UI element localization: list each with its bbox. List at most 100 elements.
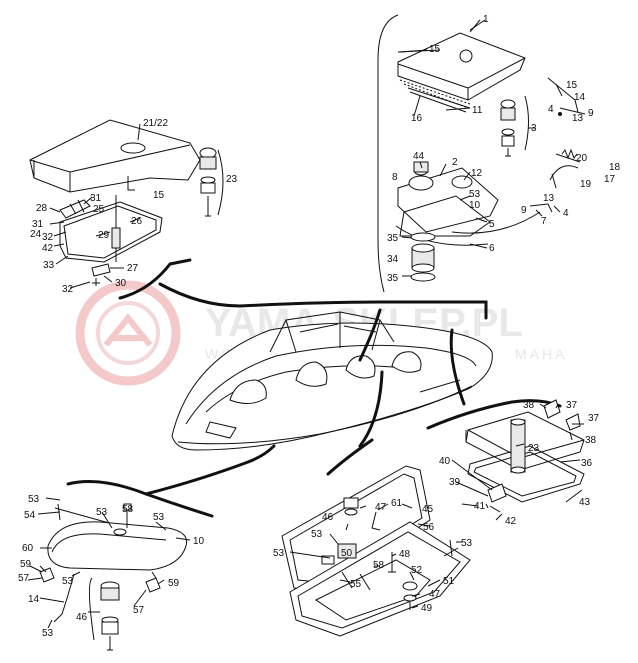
callout-43: 43: [579, 497, 591, 508]
callout-47: 47: [375, 502, 387, 513]
callout-24: 24: [30, 229, 42, 240]
callout-46: 46: [76, 612, 88, 623]
rear-seat-cushion: [29, 119, 201, 193]
callout-35: 35: [387, 273, 399, 284]
callout-15: 15: [429, 44, 441, 55]
callout-11: 11: [472, 105, 483, 116]
callout-34: 34: [387, 254, 399, 265]
callout-1: 1: [483, 14, 489, 25]
storage-compartment-assembly: [281, 465, 471, 637]
boat-hull: [171, 311, 493, 451]
callout-30: 30: [115, 278, 127, 289]
callout-53: 53: [469, 189, 481, 200]
callout-44: 44: [413, 151, 425, 162]
seat-cushion-assembly: [397, 19, 526, 113]
bottom-left-hatch-assembly: [39, 503, 188, 651]
callout-35: 35: [387, 233, 399, 244]
callout-2: 2: [452, 157, 458, 168]
callout-53: 53: [28, 494, 40, 505]
callout-27: 27: [127, 263, 139, 274]
watermark-line-b: MAHA: [515, 346, 567, 362]
callout-26: 26: [131, 216, 143, 227]
watermark-logo-icon: [75, 280, 181, 386]
callout-37: 37: [588, 413, 600, 424]
callout-59: 59: [20, 559, 32, 570]
callout-57: 57: [18, 573, 30, 584]
callout-18: 18: [609, 162, 621, 173]
callout-38: 38: [585, 435, 597, 446]
callout-53: 53: [311, 529, 323, 540]
callout-53: 53: [461, 538, 473, 549]
callout-14: 14: [574, 92, 586, 103]
callout-53: 53: [42, 628, 54, 639]
seat-frame: [59, 201, 163, 263]
leader-lines: [66, 258, 562, 518]
callout-19: 19: [580, 179, 592, 190]
callout-23: 23: [528, 443, 540, 454]
callout-42: 42: [42, 243, 54, 254]
callout-20: 20: [576, 153, 588, 164]
latch-parts-group: [500, 77, 586, 189]
callout-10: 10: [469, 200, 481, 211]
watermark-logo-mark-icon: [103, 313, 153, 347]
watermark-logo-inner-icon: [96, 301, 160, 365]
callout-60: 60: [22, 543, 34, 554]
callout-57: 57: [133, 605, 145, 616]
callout-36: 36: [581, 458, 593, 469]
callout-56: 56: [423, 522, 435, 533]
callout-15: 15: [566, 80, 578, 91]
callout-59: 59: [168, 578, 180, 589]
callout-16: 16: [411, 113, 423, 124]
callout-33: 33: [43, 260, 55, 271]
callout-25: 25: [93, 204, 105, 215]
callout-55: 55: [350, 579, 362, 590]
callout-53: 53: [153, 512, 165, 523]
callout-13: 13: [572, 113, 584, 124]
callout-45: 45: [422, 504, 434, 515]
seat-base-assembly: [395, 161, 553, 282]
callout-61: 61: [391, 498, 403, 509]
callout-52: 52: [411, 565, 423, 576]
callout-48: 48: [399, 549, 411, 560]
callout-40: 40: [439, 456, 451, 467]
callout-39: 39: [449, 477, 461, 488]
rear-seat-assembly: [29, 119, 224, 286]
seat-cushion: [397, 32, 526, 101]
callout-4: 4: [563, 208, 569, 219]
callout-47: 47: [429, 589, 441, 600]
callout-41: 41: [474, 501, 486, 512]
callout-23: 23: [226, 174, 238, 185]
callout-21-22: 21/22: [143, 118, 168, 129]
callout-lines: [27, 19, 584, 629]
callout-54: 54: [24, 510, 36, 521]
callout-58: 58: [122, 504, 134, 515]
callout-13: 13: [543, 193, 555, 204]
callout-38: 38: [523, 400, 535, 411]
callout-15: 15: [153, 190, 165, 201]
group-bracket: [377, 14, 399, 293]
callout-37: 37: [566, 400, 578, 411]
callout-51: 51: [443, 576, 455, 587]
callout-10: 10: [193, 536, 205, 547]
callout-7: 7: [541, 216, 547, 227]
callout-53: 53: [96, 507, 108, 518]
callout-53: 53: [62, 576, 74, 587]
callout-8: 8: [392, 172, 398, 183]
callout-12: 12: [471, 168, 483, 179]
callout-28: 28: [36, 203, 48, 214]
callout-58: 58: [373, 560, 385, 571]
storage-lid-assembly: [465, 399, 585, 513]
callout-6: 6: [489, 243, 495, 254]
callout-42: 42: [505, 516, 517, 527]
callout-31: 31: [32, 219, 44, 230]
callout-49: 49: [421, 603, 433, 614]
callout-9: 9: [521, 205, 527, 216]
callout-17: 17: [604, 174, 616, 185]
callout-46: 46: [322, 512, 334, 523]
callout-32: 32: [42, 232, 54, 243]
callout-53: 53: [273, 548, 285, 559]
callout-14: 14: [28, 594, 40, 605]
callout-3: 3: [531, 123, 537, 134]
callout-4: 4: [548, 104, 554, 115]
